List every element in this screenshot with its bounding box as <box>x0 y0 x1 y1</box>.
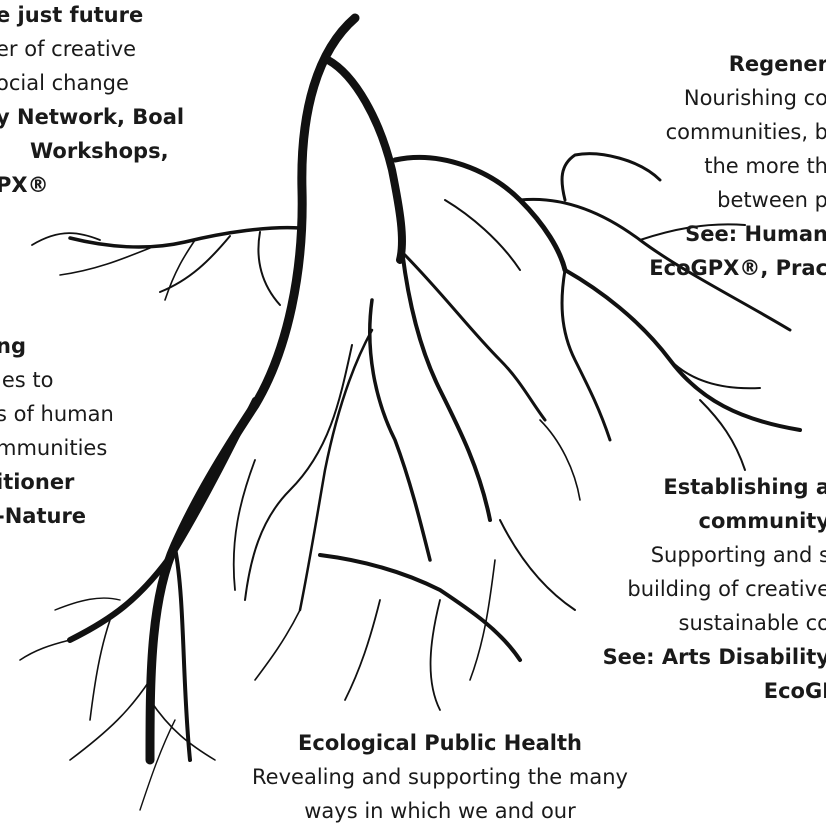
mid-right-line: community <box>698 509 826 533</box>
top-right-line: between p <box>717 188 826 212</box>
top-right-line: the more th <box>704 154 826 178</box>
top-right-line: Regener <box>728 52 826 76</box>
upper-right-root <box>392 154 568 273</box>
mid-left-line: mmunities <box>0 436 108 460</box>
top-left-line: y Network, Boal <box>0 105 185 129</box>
left-branch-root <box>68 225 302 249</box>
top-left-line: e just future <box>0 3 144 27</box>
text-block-bottom-center: Ecological Public Health Revealing and s… <box>200 726 680 828</box>
text-block-top-right: Regener Nourishing co communities, b the… <box>649 47 826 285</box>
mid-right-line: sustainable co <box>678 611 826 635</box>
mid-left-line: itioner <box>0 470 75 494</box>
top-right-line: EcoGPX®, Prac <box>649 256 826 280</box>
text-block-top-left: e just future er of creative ocial chang… <box>0 0 184 202</box>
mid-left-line: ng <box>0 334 26 358</box>
top-left-line: er of creative <box>0 37 137 61</box>
bottom-center-line: Revealing and supporting the many <box>252 765 628 789</box>
mid-right-line: See: Arts Disability <box>602 645 826 669</box>
top-right-line: See: Human <box>685 222 826 246</box>
mid-right-line: Establishing a <box>663 475 826 499</box>
mid-left-line: -Nature <box>0 504 87 528</box>
mid-left-line: s of human <box>0 402 114 426</box>
bottom-center-title: Ecological Public Health <box>298 731 582 755</box>
top-left-line: ocial change <box>0 71 129 95</box>
mid-right-line: Supporting and s <box>650 543 826 567</box>
trunk-inner-root <box>324 56 406 264</box>
middle-root <box>400 248 492 522</box>
top-left-line: Workshops, <box>30 139 169 163</box>
lower-root-2 <box>173 546 192 762</box>
text-block-mid-right: Establishing a community Supporting and … <box>603 470 826 708</box>
top-right-line: communities, b <box>665 120 826 144</box>
mid-left-line: ies to <box>0 368 54 392</box>
mid-right-line: EcoGI <box>763 679 826 703</box>
text-block-mid-left: ng ies to s of human mmunities itioner -… <box>0 329 114 533</box>
top-right-line: Nourishing co <box>683 86 826 110</box>
bottom-center-line: ways in which we and our <box>304 799 576 823</box>
mid-right-line: building of creative <box>627 577 826 601</box>
top-left-line: PX® <box>0 173 49 197</box>
